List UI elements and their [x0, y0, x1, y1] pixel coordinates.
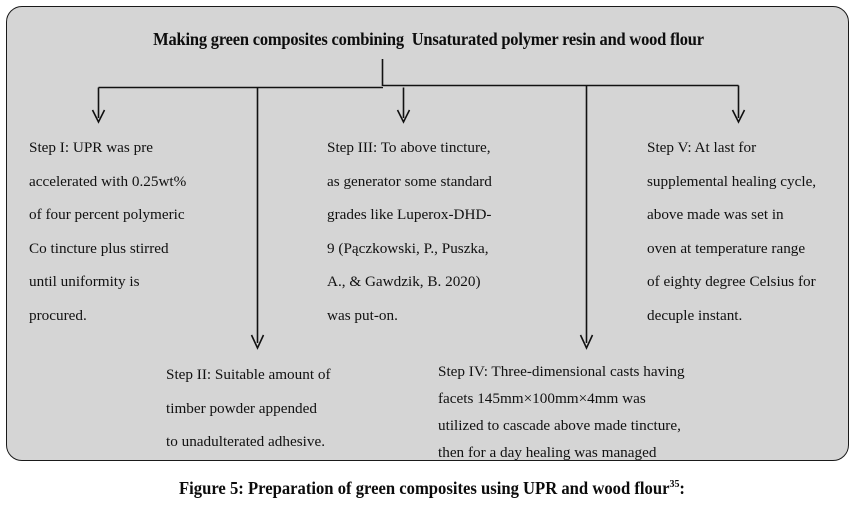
figure-caption: Figure 5: Preparation of green composite…	[22, 478, 843, 499]
step-4-line-3: utilized to cascade above made tincture,	[438, 417, 681, 434]
step-1-line-3: of four percent polymeric	[29, 206, 185, 224]
figure-caption-text: Figure 5: Preparation of green composite…	[179, 478, 670, 498]
step-block-5: Step V: At last for supplemental healing…	[647, 131, 864, 333]
step-2-line-1: Step II: Suitable amount of	[166, 366, 331, 383]
step-block-4: Step IV: Three-dimensional casts having …	[438, 358, 768, 466]
step-4-line-1: Step IV: Three-dimensional casts having	[438, 363, 685, 380]
step-1-line-4: Co tincture plus stirred	[29, 239, 169, 257]
step-1-line-2: accelerated with 0.25wt%	[29, 172, 187, 190]
arrowhead-step-4	[579, 334, 594, 350]
step-3-line-5: A., & Gawdzik, B. 2020)	[327, 273, 481, 291]
step-4-line-4: then for a day healing was managed	[438, 444, 657, 461]
step-5-line-4: oven at temperature range	[647, 239, 806, 257]
figure-caption-trailing: :	[679, 478, 685, 498]
step-2-line-2: timber powder appended	[166, 399, 317, 417]
step-5-line-5: of eighty degree Celsius for	[647, 273, 816, 291]
arrowhead-step-1	[91, 109, 106, 124]
step-5-line-3: above made was set in	[647, 206, 784, 224]
step-3-line-3: grades like Luperox-DHD-	[327, 206, 492, 224]
step-3-line-4: 9 (Pączkowski, P., Puszka,	[327, 239, 489, 257]
step-1-line-1: Step I: UPR was pre	[29, 139, 154, 156]
figure-caption-superscript: 35	[669, 479, 680, 491]
step-5-line-6: decuple instant.	[647, 306, 743, 324]
arrowhead-step-2	[250, 334, 265, 350]
step-2-line-3: to unadulterated adhesive.	[166, 433, 325, 451]
step-1-line-6: procured.	[29, 306, 87, 324]
diagram-container: Making green composites combining Unsatu…	[6, 6, 849, 461]
step-3-line-6: was put-on.	[327, 306, 398, 324]
step-block-2: Step II: Suitable amount of timber powde…	[166, 358, 416, 459]
step-3-line-1: Step III: To above tincture,	[327, 139, 491, 156]
step-block-3: Step III: To above tincture, as generato…	[327, 131, 567, 333]
step-4-line-2: facets 145mm×100mm×4mm was	[438, 390, 646, 407]
diagram-title: Making green composites combining Unsatu…	[153, 29, 704, 49]
step-5-line-1: Step V: At last for	[647, 139, 757, 156]
arrowhead-step-3	[396, 109, 411, 124]
step-1-line-5: until uniformity is	[29, 273, 140, 291]
step-3-line-2: as generator some standard	[327, 172, 492, 190]
arrowhead-step-5	[731, 109, 746, 124]
step-5-line-2: supplemental healing cycle,	[647, 172, 817, 190]
step-block-1: Step I: UPR was pre accelerated with 0.2…	[29, 131, 269, 333]
